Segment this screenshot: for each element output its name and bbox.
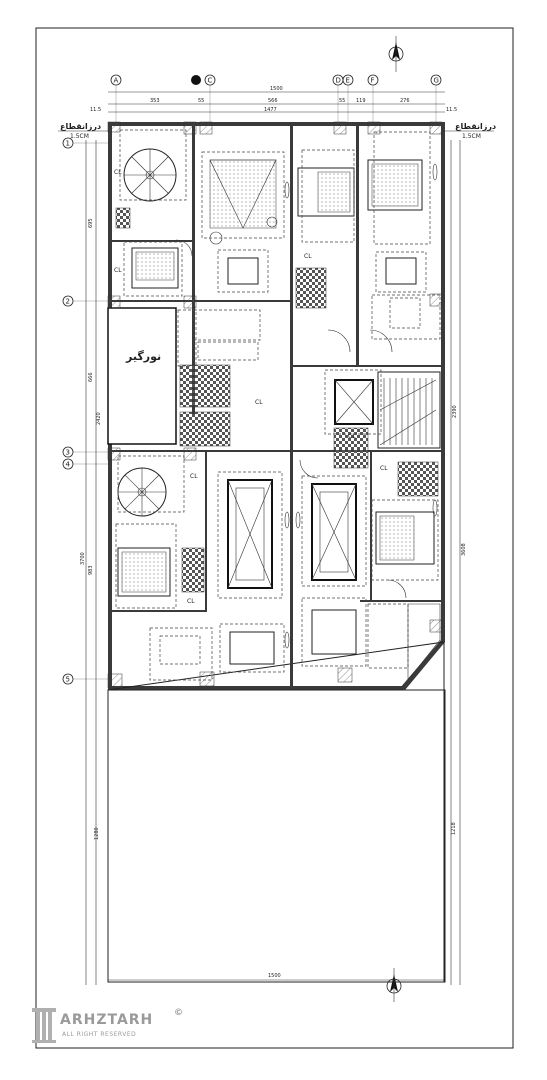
closet-label-5: CL <box>190 473 198 480</box>
joint-label-left: درزانقطاع 1.5CM <box>58 122 108 140</box>
dim-left-2: 666 <box>88 372 94 382</box>
grid-col-g: G <box>434 77 439 85</box>
dim-top-7: 276 <box>400 98 410 104</box>
grid-col-c: C <box>208 77 213 85</box>
dining-table-1 <box>217 249 269 293</box>
dim-top-8: 11.5 <box>446 107 457 113</box>
dim-left-sub-2: 3700 <box>80 552 86 565</box>
dim-top-subtotal: 1477 <box>264 107 277 113</box>
dim-left-1: 695 <box>88 218 94 228</box>
elevator-shaft <box>324 369 382 435</box>
dining-table-4 <box>301 597 367 667</box>
dim-right-2: 3608 <box>461 543 467 556</box>
svg-text:درزانقطاع: درزانقطاع <box>455 122 496 131</box>
closet-label-7: CL <box>380 465 388 472</box>
bed-top-right <box>367 131 431 245</box>
bed-bottom-left <box>115 523 177 609</box>
north-arrow-bottom <box>386 968 402 1002</box>
closet-label-3: CL <box>304 253 312 260</box>
dim-right-1: 2390 <box>452 405 458 418</box>
grid-row-2: 2 <box>66 298 70 306</box>
dining-table-2 <box>375 251 427 293</box>
grid-row-bubbles: 1 2 3 4 5 <box>62 137 110 685</box>
grid-col-e: E <box>346 77 350 85</box>
grid-col-f: F <box>371 77 375 85</box>
dim-top-6: 119 <box>356 98 366 104</box>
svg-text:1.5CM: 1.5CM <box>70 133 89 140</box>
grid-row-4: 4 <box>66 461 71 469</box>
bottom-dimension: 1500 <box>108 973 445 981</box>
grid-row-5: 5 <box>66 676 70 684</box>
joint-label-right: درزانقطاع 1.5CM <box>444 122 496 140</box>
brand-name: ARHZTARH <box>60 1012 154 1028</box>
light-well: نورگیر <box>107 307 177 445</box>
svg-text:1.5CM: 1.5CM <box>462 133 481 140</box>
spiral-stair-top <box>119 129 187 202</box>
dining-table-3 <box>219 623 285 673</box>
pillar-logo-icon <box>32 1008 56 1043</box>
living-bottom-right <box>301 475 367 587</box>
bed-top-middle <box>297 149 355 243</box>
top-dimension-strings: 1500 11.5 353 55 566 55 119 276 11.5 147… <box>90 86 457 113</box>
right-dimension-strings: 2390 3608 1218 <box>450 140 467 985</box>
closet-label-2: CL <box>114 267 122 274</box>
door-swings <box>175 239 407 599</box>
light-well-label: نورگیر <box>125 350 161 363</box>
closet-label-8: CL <box>348 433 356 440</box>
dim-top-5: 55 <box>339 98 345 104</box>
grid-row-3: 3 <box>66 449 70 457</box>
copyright-mark: © <box>174 1008 184 1018</box>
grid-col-a: A <box>114 77 119 85</box>
closet-label-6: CL <box>187 598 195 605</box>
bed-bottom-right <box>371 499 439 581</box>
kitchen-counters <box>149 294 441 681</box>
grid-row-1: 1 <box>66 140 70 148</box>
brand-tagline: ALL RIGHT RESERVED <box>62 1031 137 1038</box>
dim-right-3: 1218 <box>451 822 457 835</box>
dim-left-4: 1280 <box>94 827 100 840</box>
brand-logo: ARHZTARH © ALL RIGHT RESERVED <box>30 1002 190 1050</box>
window-marks <box>284 163 438 649</box>
dim-left-3: 983 <box>88 565 94 575</box>
closet-labels: CL CL CL CL CL CL CL CL <box>114 169 388 605</box>
dim-top-total: 1500 <box>270 86 283 92</box>
grid-col-d: D <box>336 77 341 85</box>
svg-text:1500: 1500 <box>268 973 281 979</box>
dim-top-4: 566 <box>268 98 278 104</box>
left-dimension-strings: 695 666 2420 3700 983 1280 <box>80 140 102 985</box>
dim-top-3: 55 <box>198 98 204 104</box>
living-bottom-left <box>217 471 283 599</box>
svg-text:درزانقطاع: درزانقطاع <box>60 122 101 131</box>
stair-case <box>377 371 441 449</box>
column-hatching <box>107 121 443 689</box>
grid-column-bubbles: A C D E F G <box>110 74 442 122</box>
bed-top-left <box>123 241 183 297</box>
north-arrow-top <box>388 36 404 72</box>
dim-left-sub-1: 2420 <box>96 412 102 425</box>
dim-top-1: 11.5 <box>90 107 101 113</box>
spiral-stair-bottom <box>117 455 185 517</box>
closet-label-1: CL <box>114 169 122 176</box>
living-top <box>201 151 285 245</box>
sheet-border <box>35 27 514 1049</box>
dim-top-2: 353 <box>150 98 160 104</box>
bathroom-tiles <box>115 207 439 593</box>
closet-label-4: CL <box>255 399 263 406</box>
